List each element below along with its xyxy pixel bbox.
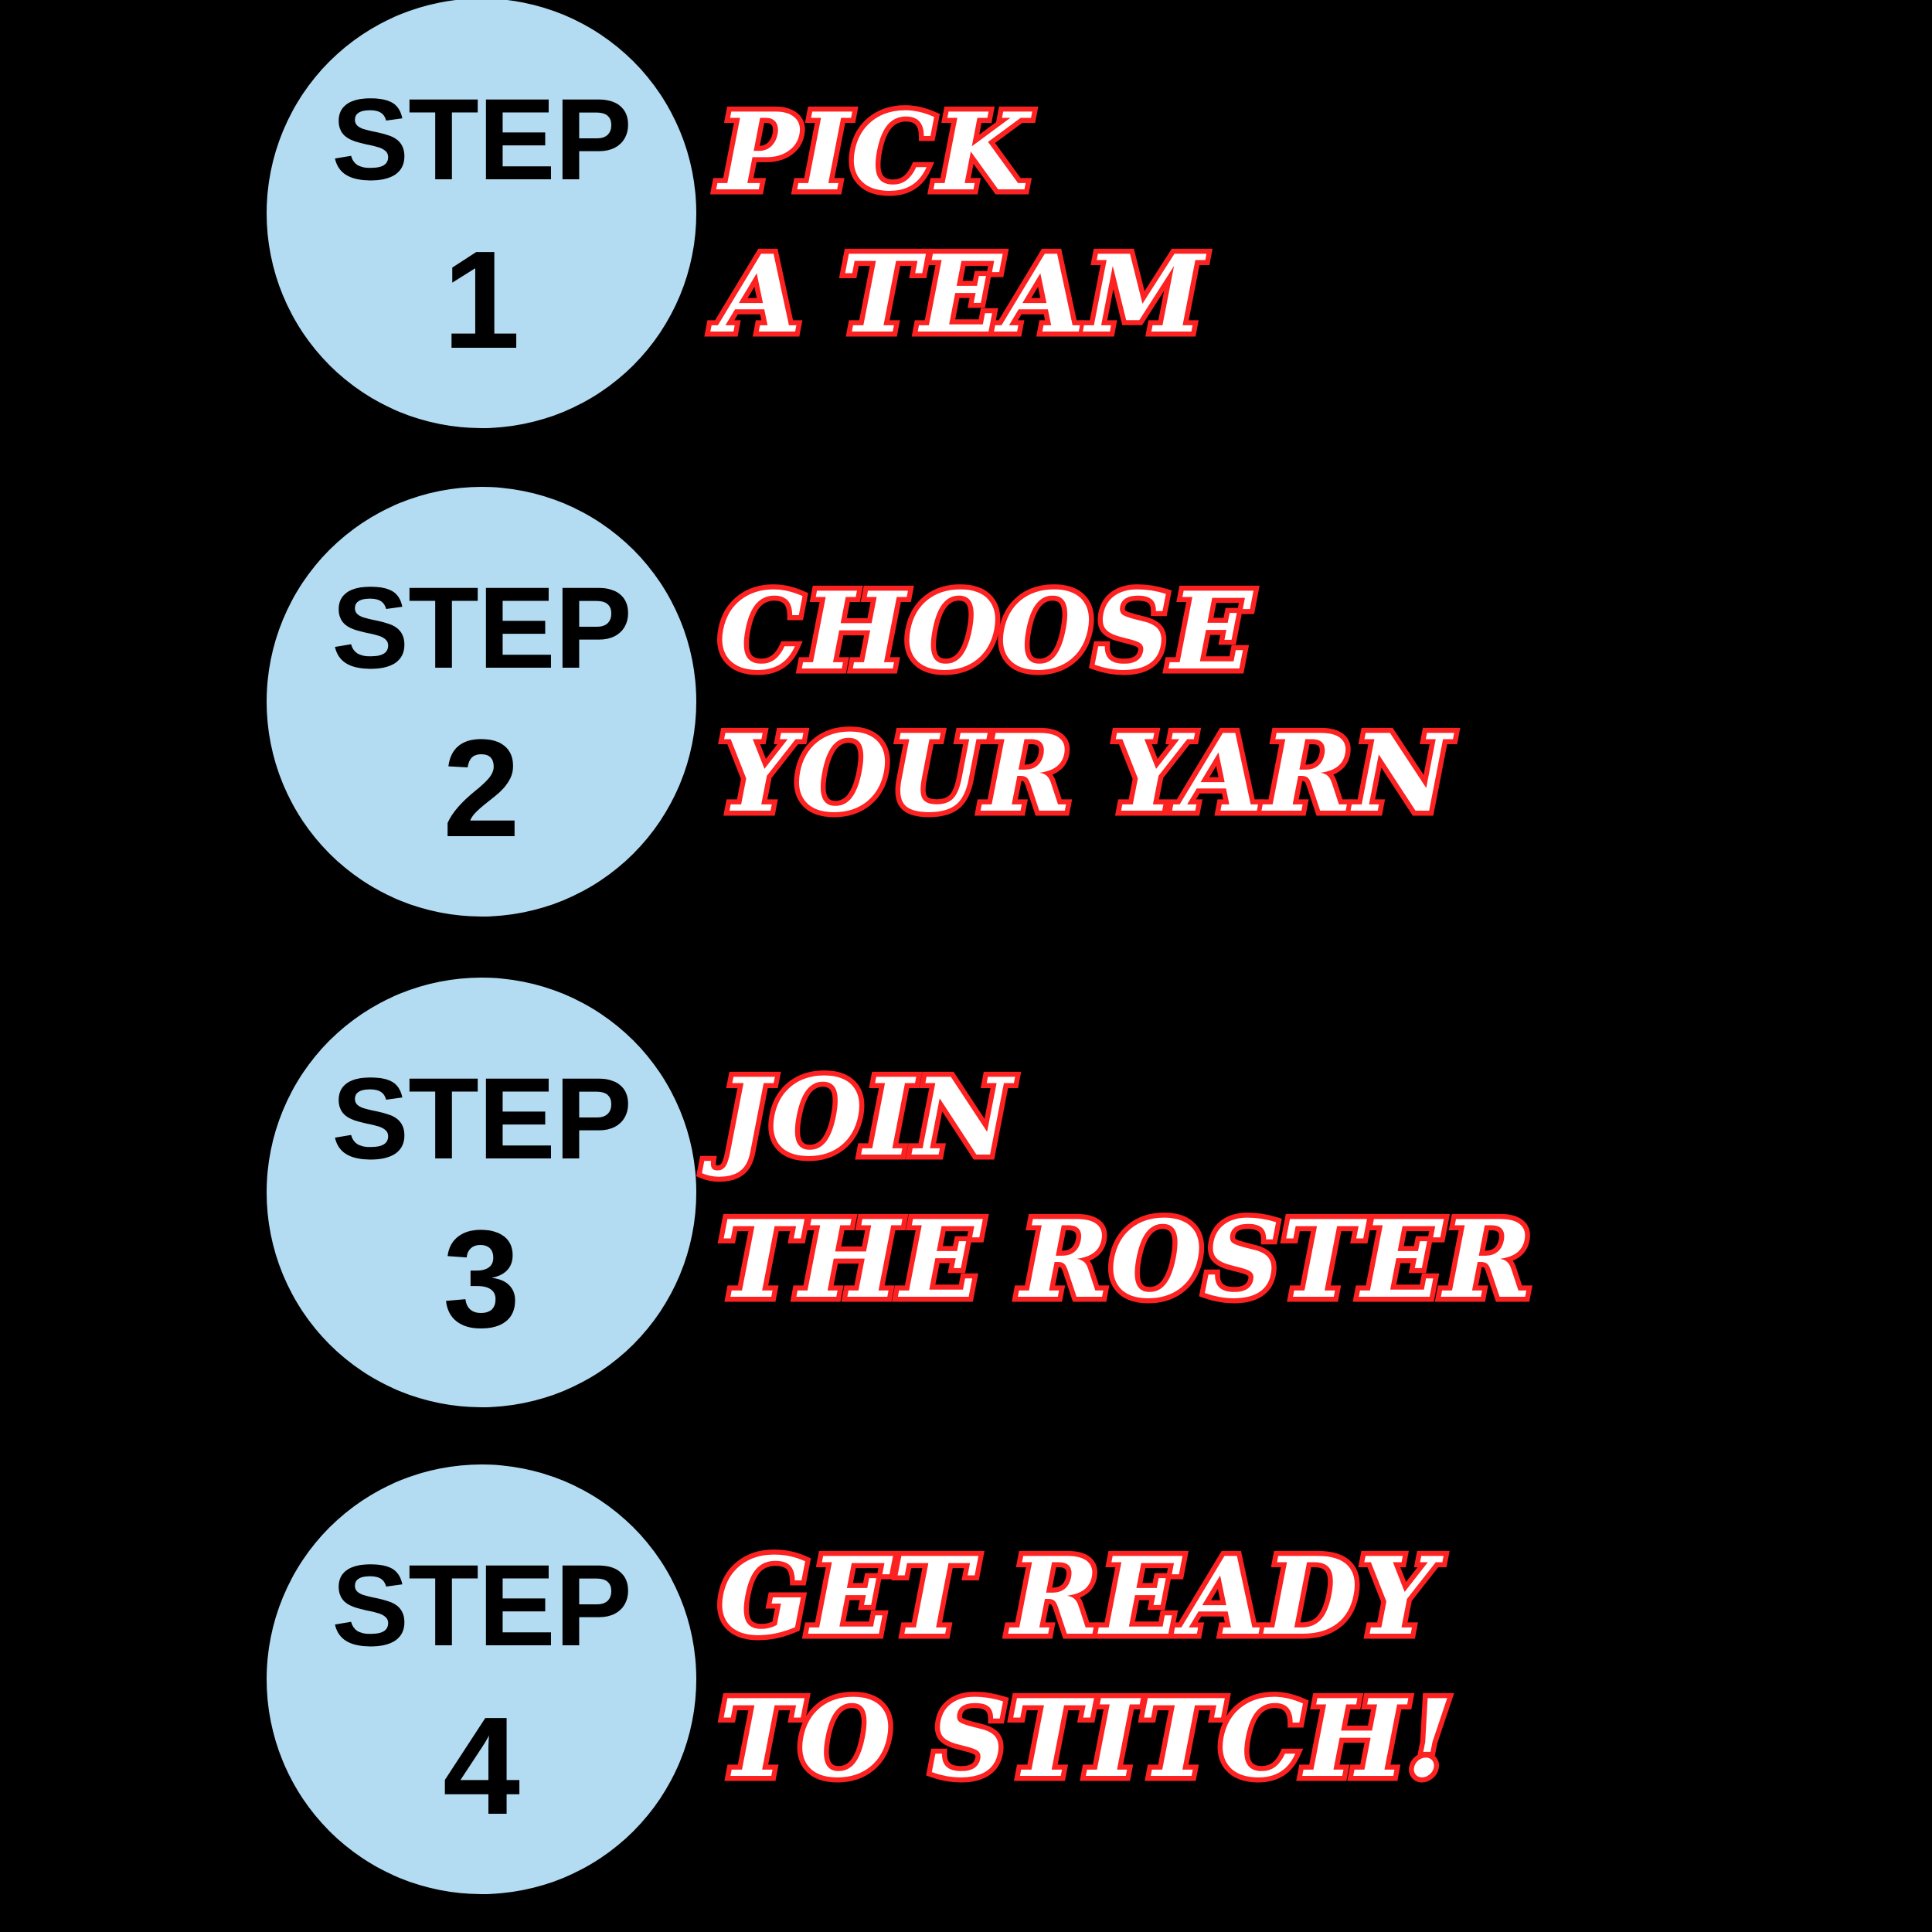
step-caption-line-1-1: PICK	[714, 89, 1034, 215]
step-badge-number-4: 4	[442, 1689, 521, 1844]
step-badge-label-1: STEP	[332, 74, 632, 204]
step-badge-label-4: STEP	[332, 1540, 632, 1670]
step-caption-line-2-1: CHOOSE	[714, 568, 1258, 694]
step-badge-number-2: 2	[442, 711, 521, 866]
step-badge-label-3: STEP	[332, 1053, 632, 1183]
step-caption-line-1-2: A TEAM	[714, 231, 1209, 357]
step-badge-number-3: 3	[442, 1202, 521, 1357]
step-caption-2: CHOOSE YOUR YARN	[714, 568, 1893, 836]
step-caption-4: GET READY TO STITCH!	[714, 1533, 1893, 1801]
step-caption-line-4-2: TO STITCH!	[714, 1675, 1458, 1801]
step-badge-1: STEP 1	[267, 0, 696, 428]
step-badge-2: STEP 2	[267, 487, 696, 917]
step-caption-line-4-1: GET READY	[714, 1533, 1440, 1659]
step-caption-1: PICK A TEAM	[714, 89, 1893, 357]
step-badge-4: STEP 4	[267, 1464, 696, 1894]
step-caption-line-3-1: JOIN	[714, 1054, 1017, 1180]
step-badge-label-2: STEP	[332, 563, 632, 692]
step-caption-line-2-2: YOUR YARN	[714, 710, 1456, 836]
step-caption-line-3-2: THE ROSTER	[714, 1196, 1537, 1322]
step-badge-number-1: 1	[442, 223, 521, 378]
step-caption-3: JOIN THE ROSTER	[714, 1054, 1893, 1322]
step-badge-3: STEP 3	[267, 978, 696, 1407]
